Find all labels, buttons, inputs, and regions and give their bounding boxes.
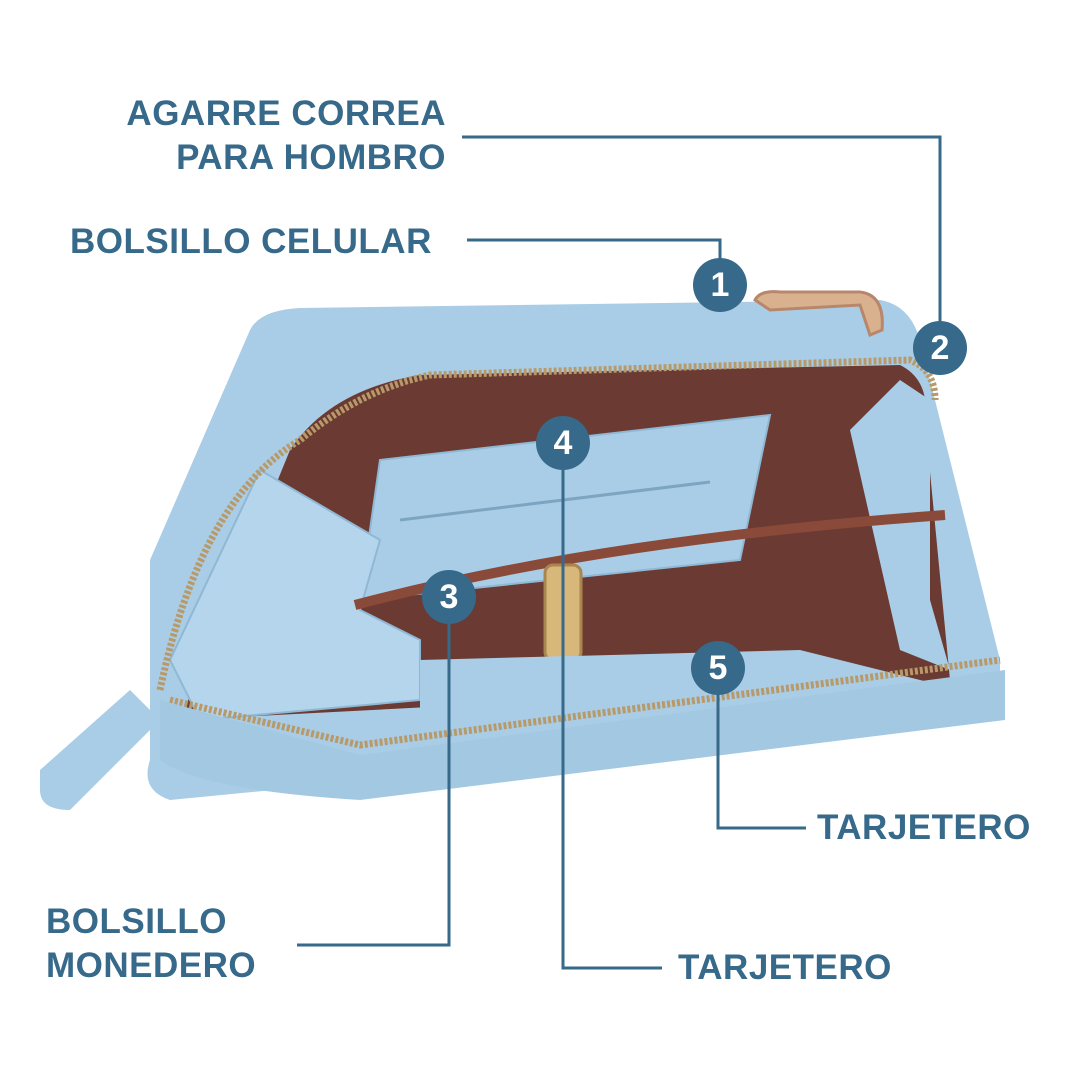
callout-line-4 xyxy=(561,460,662,970)
right-divider xyxy=(850,380,950,670)
callout-badge-4: 4 xyxy=(536,416,590,470)
label-phone-pocket: BOLSILLO CELULAR xyxy=(70,222,432,261)
label-strap-handle: AGARRE CORREA PARA HOMBRO xyxy=(106,92,446,180)
label-line: AGARRE CORREA xyxy=(126,94,446,133)
zipper-tab xyxy=(40,690,160,810)
callout-badge-3: 3 xyxy=(422,570,476,624)
label-line: PARA HOMBRO xyxy=(176,138,446,177)
wallet-base xyxy=(160,670,1005,800)
label-card-holder-5: TARJETERO xyxy=(817,808,1031,847)
front-card-slot xyxy=(420,650,960,730)
strap-handle xyxy=(753,290,884,338)
callout-line-5 xyxy=(716,685,806,830)
coin-pocket-flap xyxy=(168,468,421,722)
callout-line-1 xyxy=(467,238,722,265)
label-card-holder-4: TARJETERO xyxy=(678,948,892,987)
label-line: BOLSILLO xyxy=(46,902,227,941)
callout-line-2 xyxy=(462,135,942,330)
callout-line-3 xyxy=(297,615,451,947)
callout-badge-1: 1 xyxy=(693,258,747,312)
callout-badge-2: 2 xyxy=(913,321,967,375)
label-line: MONEDERO xyxy=(46,946,257,985)
main-zipper xyxy=(156,356,1001,749)
label-coin-pocket: BOLSILLO MONEDERO xyxy=(46,900,256,988)
callout-badge-5: 5 xyxy=(691,641,745,695)
callout-lines xyxy=(297,135,942,970)
